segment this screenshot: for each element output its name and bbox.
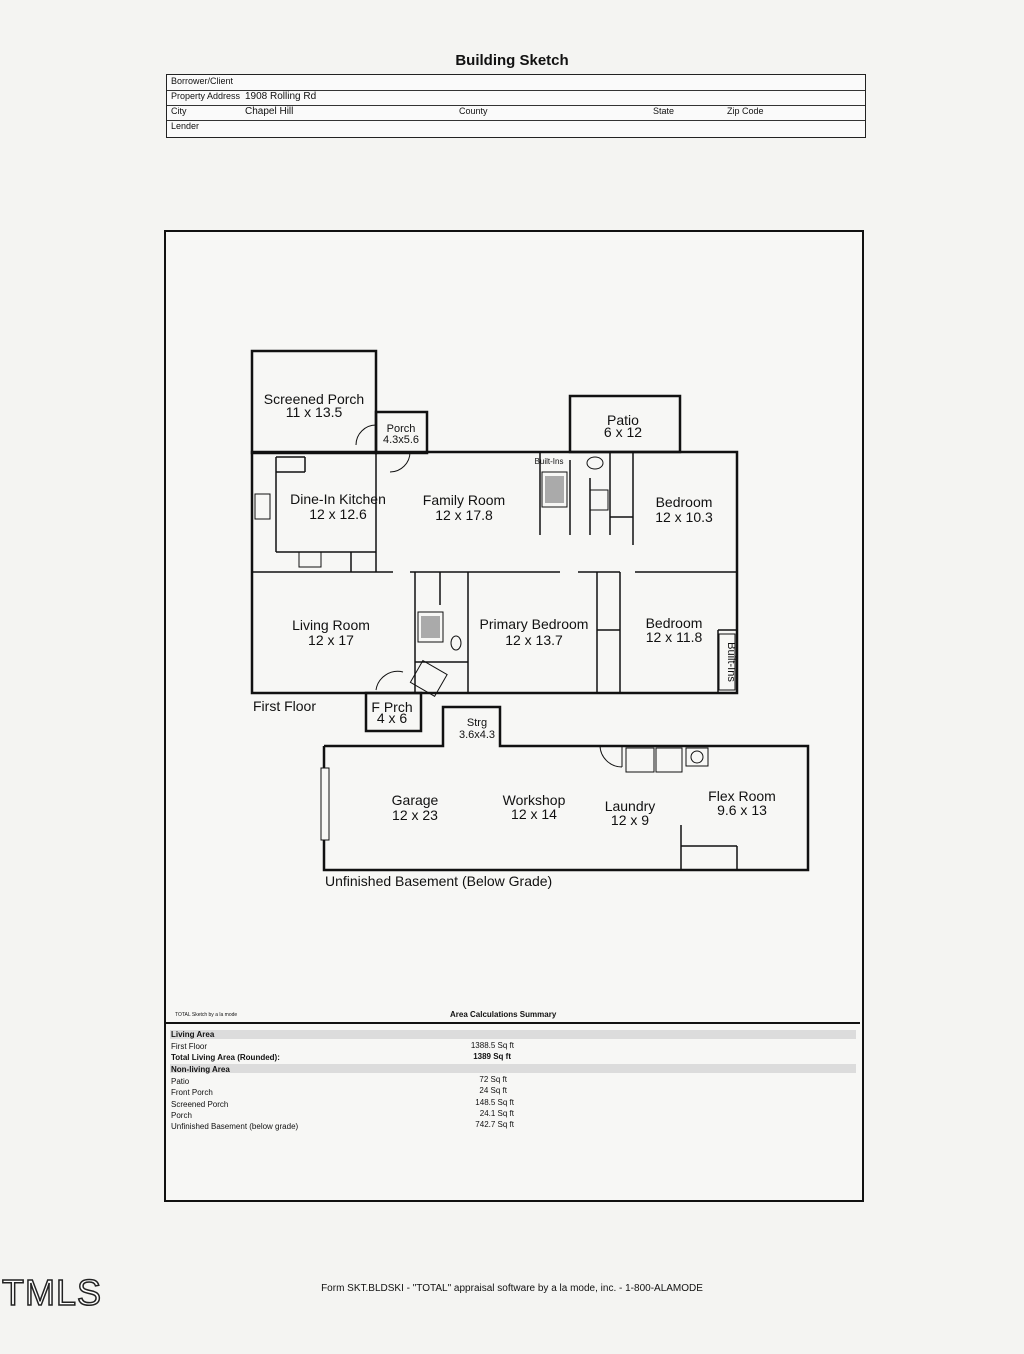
porch-name: Porch: [387, 423, 416, 435]
kitchen-dims: 12 x 12.6: [309, 506, 367, 522]
patio-name: Patio: [607, 412, 639, 428]
family-room-dims: 12 x 17.8: [435, 507, 493, 523]
flex-room-dims: 9.6 x 13: [717, 802, 767, 818]
summary-title: Area Calculations Summary: [450, 1010, 557, 1019]
patio-area-value: 72 Sq ft: [479, 1075, 507, 1084]
borrower-label: Borrower/Client: [171, 76, 234, 86]
patio-area-label: Patio: [171, 1077, 190, 1086]
sketch-frame: [164, 230, 864, 1202]
total-living-value: 1389 Sq ft: [473, 1052, 511, 1061]
state-label: State: [653, 106, 675, 116]
borrower-row: Borrower/Client: [167, 75, 865, 91]
non-living-band: [170, 1064, 856, 1073]
first-floor-area-label: First Floor: [171, 1042, 207, 1051]
builtins-top-label: Built-Ins: [535, 457, 564, 466]
front-porch-outline: [364, 691, 423, 733]
mls-watermark: TMLS: [1, 1271, 103, 1314]
flex-room-name: Flex Room: [708, 788, 776, 804]
total-living-label: Total Living Area (Rounded):: [171, 1053, 280, 1062]
bedroom1-name: Bedroom: [656, 494, 713, 510]
laundry-name: Laundry: [605, 798, 656, 814]
primary-bedroom-dims: 12 x 13.7: [505, 632, 563, 648]
city-label: City: [171, 106, 187, 116]
county-label: County: [459, 106, 488, 116]
screened-porch-area-label: Screened Porch: [171, 1100, 229, 1109]
property-info-table: Borrower/Client Property Address 1908 Ro…: [166, 74, 866, 138]
front-porch-area-label: Front Porch: [171, 1088, 213, 1097]
family-room-name: Family Room: [423, 492, 505, 508]
city-row: City Chapel Hill County State Zip Code: [167, 105, 865, 121]
non-living-heading: Non-living Area: [171, 1065, 230, 1074]
basement-area-value: 742.7 Sq ft: [475, 1120, 514, 1129]
front-porch-dims: 4 x 6: [377, 710, 408, 726]
workshop-dims: 12 x 14: [511, 806, 557, 822]
lender-label: Lender: [171, 121, 200, 131]
bedroom2-name: Bedroom: [646, 615, 703, 631]
front-porch-name: F Prch: [371, 699, 412, 715]
front-porch-area-value: 24 Sq ft: [479, 1086, 507, 1095]
screened-porch-area-value: 148.5 Sq ft: [475, 1098, 514, 1107]
laundry-dims: 12 x 9: [611, 812, 649, 828]
summary-divider: [164, 1022, 860, 1024]
living-room-name: Living Room: [292, 617, 370, 633]
address-label: Property Address: [171, 91, 241, 101]
porch-area-label: Porch: [171, 1111, 192, 1120]
page-title: Building Sketch: [455, 52, 569, 69]
screened-porch-name: Screened Porch: [264, 391, 364, 407]
garage-name: Garage: [392, 792, 439, 808]
patio-dims: 6 x 12: [604, 424, 642, 440]
storage-name: Strg: [467, 717, 487, 729]
bedroom1-dims: 12 x 10.3: [655, 509, 713, 525]
address-value: 1908 Rolling Rd: [245, 91, 317, 102]
first-floor-label: First Floor: [253, 698, 316, 714]
builtins-side-label: Built-Ins: [725, 642, 737, 682]
garage-dims: 12 x 23: [392, 807, 438, 823]
screened-porch-dims: 11 x 13.5: [286, 404, 343, 420]
basement-outline: [322, 705, 810, 872]
kitchen-name: Dine-In Kitchen: [290, 491, 386, 507]
zip-label: Zip Code: [727, 106, 764, 116]
workshop-name: Workshop: [503, 792, 566, 808]
address-row: Property Address 1908 Rolling Rd: [167, 90, 865, 106]
form-footer: Form SKT.BLDSKI - "TOTAL" appraisal soft…: [321, 1283, 703, 1294]
city-value: Chapel Hill: [245, 106, 294, 117]
lender-row: Lender: [167, 120, 865, 135]
living-area-band: [170, 1030, 856, 1039]
first-floor-area-value: 1388.5 Sq ft: [470, 1041, 514, 1050]
primary-bedroom-name: Primary Bedroom: [480, 616, 589, 632]
sketch-brand: TOTAL Sketch by a la mode: [175, 1012, 238, 1018]
porch-dims: 4.3x5.6: [383, 434, 419, 446]
storage-dims: 3.6x4.3: [459, 729, 495, 741]
basement-area-label: Unfinished Basement (below grade): [171, 1122, 299, 1131]
porch-area-value: 24.1 Sq ft: [479, 1109, 514, 1118]
basement-label: Unfinished Basement (Below Grade): [325, 873, 552, 889]
living-room-dims: 12 x 17: [308, 632, 354, 648]
living-area-heading: Living Area: [171, 1030, 215, 1039]
bedroom2-dims: 12 x 11.8: [646, 629, 703, 645]
